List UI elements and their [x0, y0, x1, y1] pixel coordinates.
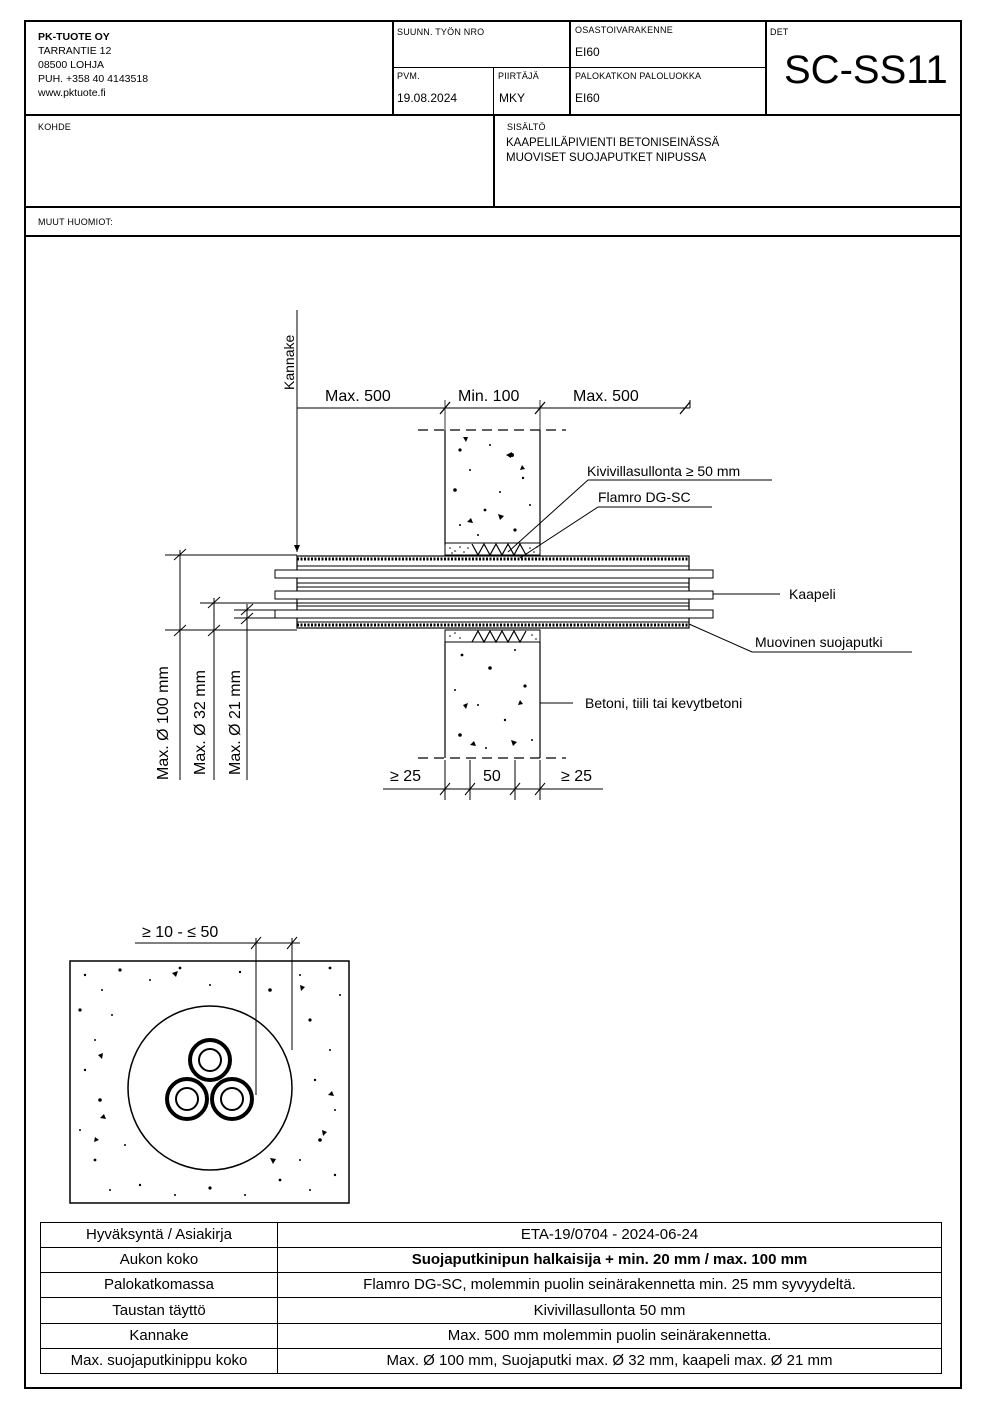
front-gap-dimension — [135, 936, 300, 1095]
dim-d32: Max. Ø 32 mm — [192, 670, 209, 775]
label-flamro: Flamro DG-SC — [598, 489, 691, 505]
pvm-label: PVM. — [397, 71, 420, 81]
osasto-value: EI60 — [575, 45, 600, 59]
sisalto-label: SISÄLTÖ — [507, 122, 546, 132]
sisalto-line1: KAAPELILÄPIVIENTI BETONISEINÄSSÄ — [506, 137, 720, 149]
table-row: Hyväksyntä / Asiakirja ETA-19/0704 - 202… — [40, 1221, 942, 1249]
spec-key: Hyväksyntä / Asiakirja — [40, 1221, 278, 1249]
bottom-dimensions — [383, 760, 603, 800]
label-suojaputki: Muovinen suojaputki — [755, 634, 883, 650]
front-wall — [69, 960, 350, 1204]
front-gap-label: ≥ 10 - ≤ 50 — [142, 924, 218, 941]
dim-ge25-right: ≥ 25 — [561, 768, 592, 785]
wall-upper — [418, 429, 566, 557]
paloluokka-label: PALOKATKON PALOLUOKKA — [575, 71, 702, 81]
table-row: Max. suojaputkinippu koko Max. Ø 100 mm,… — [40, 1347, 942, 1375]
company-web: www.pktuote.fi — [38, 87, 106, 99]
pvm-divider — [493, 67, 494, 115]
row-divider — [392, 67, 766, 68]
spec-key: Palokatkomassa — [40, 1272, 278, 1299]
paloluokka-value: EI60 — [575, 91, 600, 105]
piirtaja-value: MKY — [499, 91, 526, 105]
dim-ge25-left: ≥ 25 — [390, 768, 421, 785]
front-concrete-texture — [78, 966, 341, 1196]
company-street: TARRANTIE 12 — [38, 45, 112, 57]
drawing-frame — [24, 20, 962, 1389]
title-divider-4 — [493, 114, 495, 207]
tube-bundle-front — [165, 1038, 254, 1121]
spec-key: Kannake — [40, 1322, 278, 1349]
wall-lower — [418, 629, 566, 759]
spec-value: Suojaputkinipun halkaisija + min. 20 mm … — [277, 1247, 942, 1274]
spec-key: Max. suojaputkinippu koko — [40, 1347, 278, 1375]
suojaputki-bundle — [274, 555, 714, 629]
spec-value: Max. Ø 100 mm, Suojaputki max. Ø 32 mm, … — [277, 1347, 942, 1375]
dim-d100: Max. Ø 100 mm — [155, 666, 172, 780]
muut-label: MUUT HUOMIOT: — [38, 217, 113, 227]
company-name: PK-TUOTE OY — [38, 31, 110, 43]
table-row: Palokatkomassa Flamro DG-SC, molemmin pu… — [40, 1272, 942, 1299]
dim-d21: Max. Ø 21 mm — [227, 670, 244, 775]
kohde-label: KOHDE — [38, 122, 72, 132]
suunn-label: SUUNN. TYÖN NRO — [397, 27, 485, 37]
dim-max500-left: Max. 500 — [325, 388, 391, 405]
osasto-label: OSASTOIVARAKENNE — [575, 25, 673, 35]
leaders — [507, 479, 912, 704]
table-row: Aukon koko Suojaputkinipun halkaisija + … — [40, 1247, 942, 1274]
muut-bottom-line — [24, 235, 962, 237]
label-betoni: Betoni, tiili tai kevytbetoni — [585, 695, 742, 711]
top-dimensions: Max. 500 Min. 100 Max. 500 — [297, 388, 691, 430]
section-drawing: Kannake Max. 500 Min. 100 Max. 500 Kiviv… — [155, 310, 912, 800]
spec-value: ETA-19/0704 - 2024-06-24 — [277, 1221, 942, 1249]
company-city: 08500 LOHJA — [38, 59, 104, 71]
dim-max500-right: Max. 500 — [573, 388, 639, 405]
opening-circle — [127, 1005, 293, 1171]
det-label: DET — [770, 27, 789, 37]
spec-key: Taustan täyttö — [40, 1297, 278, 1324]
diameter-dimensions — [165, 548, 297, 780]
company-block: PK-TUOTE OY TARRANTIE 12 08500 LOHJA PUH… — [38, 30, 148, 100]
dim-50: 50 — [483, 768, 501, 785]
pvm-value: 19.08.2024 — [397, 91, 458, 105]
table-row: Taustan täyttö Kivivillasullonta 50 mm — [40, 1297, 942, 1324]
spec-table: Hyväksyntä / Asiakirja ETA-19/0704 - 202… — [40, 1221, 942, 1375]
spec-key: Aukon koko — [40, 1247, 278, 1274]
spec-value: Kivivillasullonta 50 mm — [277, 1297, 942, 1324]
table-row: Kannake Max. 500 mm molemmin puolin sein… — [40, 1322, 942, 1349]
front-view: ≥ 10 - ≤ 50 — [69, 924, 350, 1204]
piirtaja-label: PIIRTÄJÄ — [498, 71, 539, 81]
kannake-label: Kannake — [281, 335, 297, 390]
kannake-dimension: Kannake — [281, 310, 300, 552]
label-kaapeli: Kaapeli — [789, 586, 836, 602]
det-value: SC-SS11 — [784, 48, 948, 92]
label-kivivilla: Kivivillasullonta ≥ 50 mm — [587, 463, 740, 479]
spec-value: Flamro DG-SC, molemmin puolin seinäraken… — [277, 1272, 942, 1299]
company-phone: PUH. +358 40 4143518 — [38, 73, 149, 85]
spec-value: Max. 500 mm molemmin puolin seinärakenne… — [277, 1322, 942, 1349]
dim-min100: Min. 100 — [458, 388, 519, 405]
sisalto-line2: MUOVISET SUOJAPUTKET NIPUSSA — [506, 152, 707, 164]
